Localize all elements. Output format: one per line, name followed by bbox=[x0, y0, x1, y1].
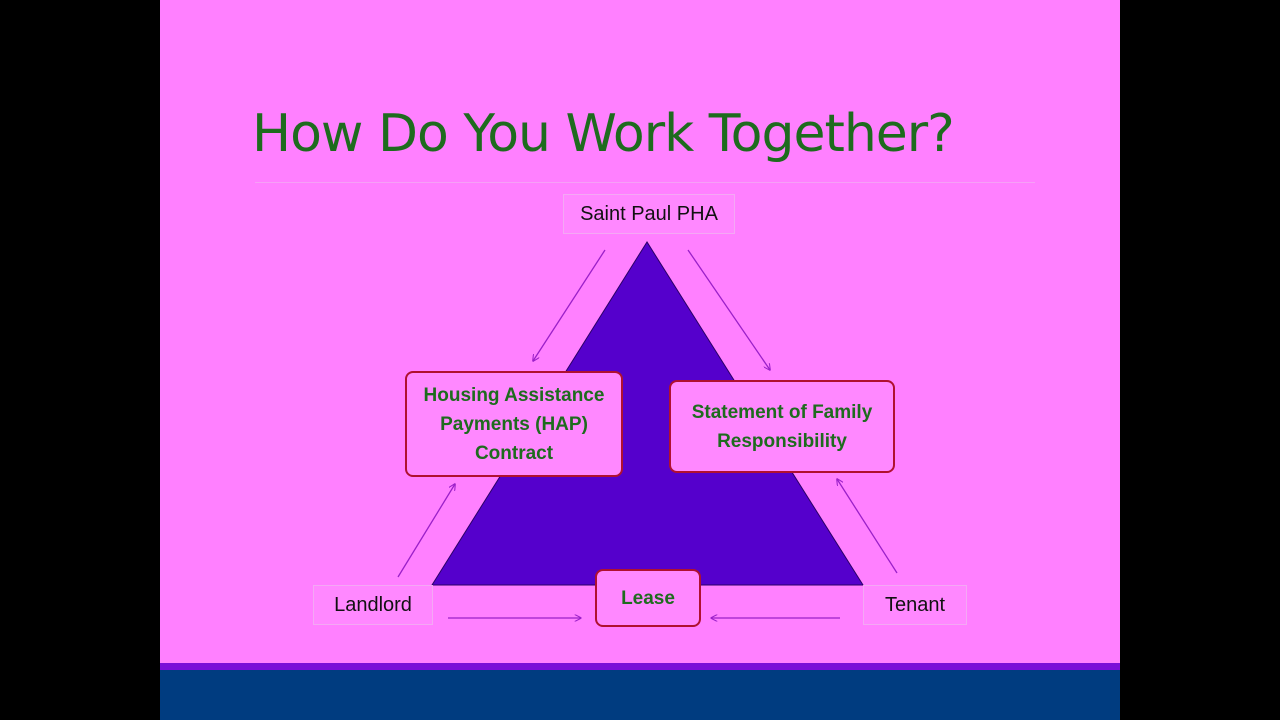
title-divider bbox=[255, 182, 1035, 183]
arrow-landlord-to-hap bbox=[397, 484, 455, 578]
party-landlord: Landlord bbox=[313, 585, 433, 625]
footer-bar bbox=[160, 670, 1120, 720]
hap-contract-box: Housing Assistance Payments (HAP) Contra… bbox=[405, 371, 623, 477]
footer-divider bbox=[160, 663, 1120, 670]
arrow-pha-to-family-statement bbox=[687, 249, 770, 370]
slide-title: How Do You Work Together? bbox=[252, 104, 955, 164]
family-statement-box: Statement of Family Responsibility bbox=[669, 380, 895, 473]
arrow-pha-to-hap bbox=[533, 249, 606, 361]
slide: How Do You Work Together? Saint Paul PHA… bbox=[160, 0, 1120, 720]
party-saint-paul-pha: Saint Paul PHA bbox=[563, 194, 735, 234]
lease-box: Lease bbox=[595, 569, 701, 627]
arrow-tenant-to-family-statement bbox=[837, 479, 898, 574]
party-tenant: Tenant bbox=[863, 585, 967, 625]
